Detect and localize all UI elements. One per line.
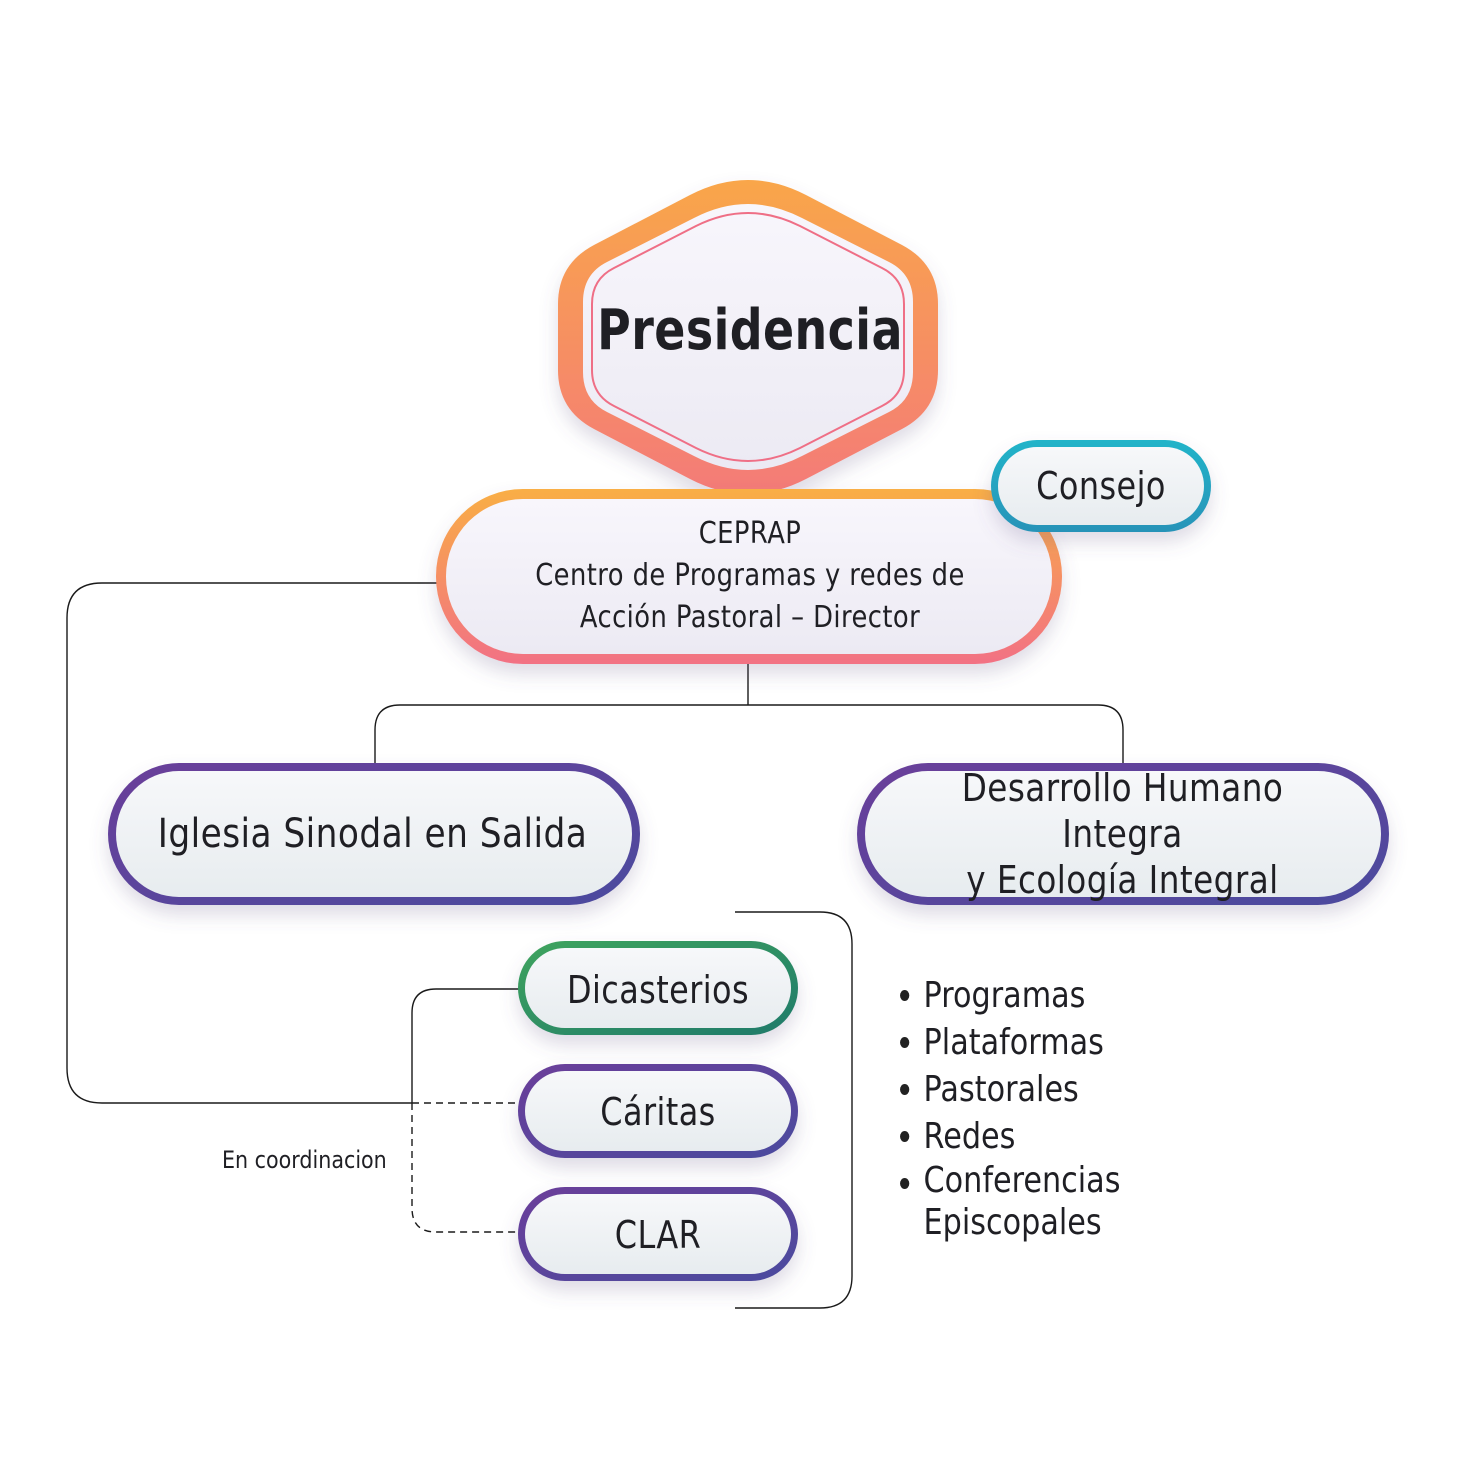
desarrollo-label-line-2: y Ecología Integral [966, 858, 1279, 902]
bullet-dot-icon [900, 1178, 910, 1189]
list-item-label: Pastorales [923, 1069, 1079, 1110]
list-item: Redes [895, 1113, 1120, 1160]
list-item: Pastorales [895, 1066, 1120, 1113]
desarrollo-node: Desarrollo Humano Integra y Ecología Int… [901, 766, 1344, 902]
consejo-label: Consejo [1036, 464, 1166, 508]
group-bracket [735, 911, 853, 1309]
list-item-label: Redes [923, 1116, 1016, 1157]
list-item: Conferencias Episcopales [895, 1160, 1120, 1244]
dicasterios-label: Dicasterios [566, 968, 750, 1012]
bullet-dot-icon [900, 1084, 910, 1095]
clar-dashed-connector [411, 1103, 522, 1233]
list-item: Plataformas [895, 1019, 1120, 1066]
caritas-label: Cáritas [600, 1090, 716, 1134]
dicasterios-connector [411, 988, 522, 1103]
ceprap-left-connector [66, 582, 438, 1104]
list-item-label: Conferencias Episcopales [923, 1160, 1121, 1243]
connectors [66, 582, 1124, 1309]
desarrollo-label-line-1: Desarrollo Humano Integra [961, 766, 1284, 856]
bullet-list: Programas Plataformas Pastorales Redes C… [895, 972, 1120, 1244]
ceprap-name-line-2: Acción Pastoral – Director [579, 600, 921, 635]
iglesia-label: Iglesia Sinodal en Salida [157, 811, 588, 857]
bullet-dot-icon [900, 990, 910, 1001]
clar-label: CLAR [614, 1213, 702, 1257]
coordination-label: En coordinacion [222, 1146, 387, 1174]
bullet-dot-icon [900, 1037, 910, 1048]
bullet-dot-icon [900, 1131, 910, 1142]
presidencia-node-shape [558, 180, 938, 494]
ceprap-node: CEPRAP Centro de Programas y redes de Ac… [501, 510, 1000, 642]
presidencia-label: Presidencia [597, 297, 903, 363]
list-item-label: Plataformas [923, 1022, 1104, 1063]
ceprap-name-line-1: Centro de Programas y redes de [535, 558, 965, 593]
list-item: Programas [895, 972, 1120, 1019]
ceprap-acronym: CEPRAP [698, 516, 802, 551]
branch-connector [374, 704, 1124, 765]
list-item-label: Programas [923, 975, 1086, 1016]
